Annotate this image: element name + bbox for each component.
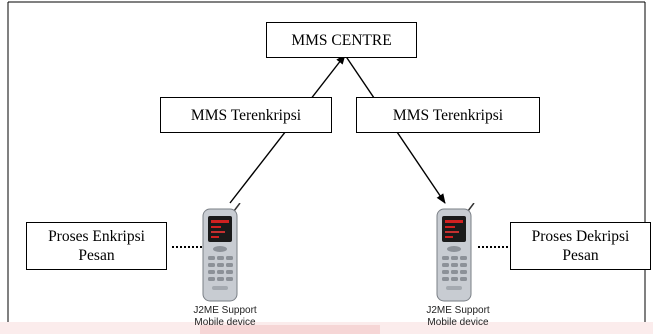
left-device-caption: J2ME Support Mobile device xyxy=(170,305,280,329)
left-device-caption-line-1: J2ME Support xyxy=(193,305,257,316)
right-link-label-box: MMS Terenkripsi xyxy=(356,97,540,133)
left-link-label-box: MMS Terenkripsi xyxy=(160,97,332,133)
left-device-caption-line-2: Mobile device xyxy=(194,317,256,328)
right-device-caption-line-2: Mobile device xyxy=(427,317,489,328)
decryption-process-line-2: Pesan xyxy=(562,247,599,264)
left-dotted-connector xyxy=(172,246,202,248)
bottom-accent-mark xyxy=(200,325,380,334)
decryption-process-line-1: Proses Dekripsi xyxy=(531,228,630,245)
left-link-label: MMS Terenkripsi xyxy=(190,106,302,124)
right-dotted-connector xyxy=(478,246,508,248)
encryption-process-line-1: Proses Enkripsi xyxy=(48,228,145,245)
right-mobile-phone-icon xyxy=(436,203,475,302)
mms-centre-label: MMS CENTRE xyxy=(291,31,392,49)
encryption-process-line-2: Pesan xyxy=(78,247,115,264)
right-device-caption-line-1: J2ME Support xyxy=(426,305,490,316)
decryption-process-box: Proses Dekripsi Pesan xyxy=(510,222,651,270)
mms-centre-box: MMS CENTRE xyxy=(266,22,417,58)
right-link-label: MMS Terenkripsi xyxy=(392,106,504,124)
left-mobile-phone-icon xyxy=(202,203,241,302)
right-device-caption: J2ME Support Mobile device xyxy=(403,305,513,329)
encryption-process-box: Proses Enkripsi Pesan xyxy=(26,222,167,270)
